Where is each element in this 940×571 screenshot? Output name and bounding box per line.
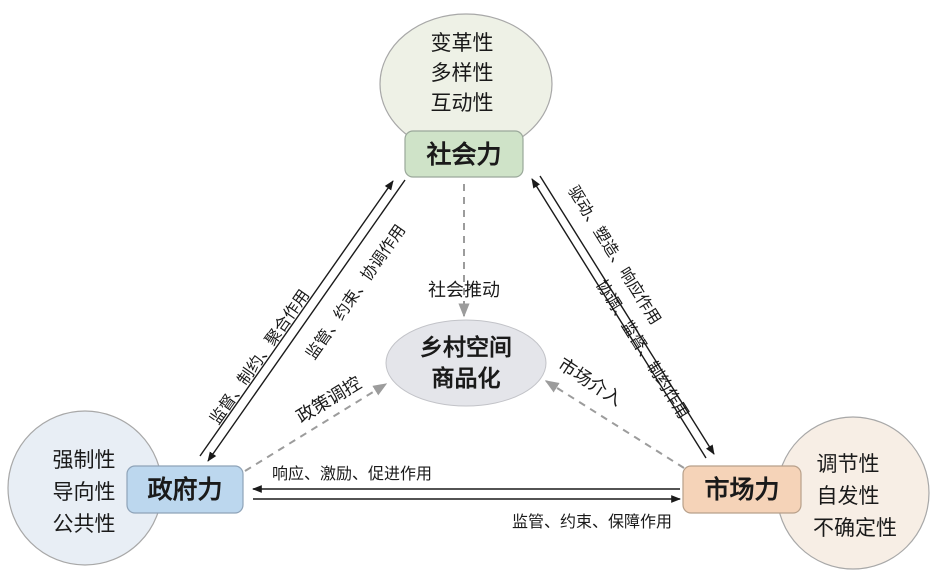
government-node: 强制性 导向性 公共性 政府力	[7, 410, 244, 566]
social-to-gov-arrow	[207, 179, 406, 462]
policy-control-arrow	[244, 383, 388, 472]
market-to-gov-label: 响应、激励、促进作用	[272, 464, 432, 483]
center-line-2: 商品化	[432, 365, 501, 392]
social-trait-2: 多样性	[431, 61, 494, 85]
market-to-social-arrow	[531, 178, 707, 459]
center-ellipse	[385, 319, 547, 407]
market-title: 市场力	[704, 475, 779, 504]
gov-to-market-label: 监管、约束、保障作用	[512, 512, 672, 531]
market-trait-2: 自发性	[817, 484, 880, 508]
social-box	[404, 130, 524, 178]
social-push-label: 社会推动	[428, 280, 500, 301]
policy-control-label: 政策调控	[293, 373, 366, 428]
social-to-market-arrow	[539, 175, 715, 455]
social-title: 社会力	[426, 140, 501, 169]
center-node: 乡村空间 商品化	[385, 319, 547, 407]
market-trait-3: 不确定性	[813, 516, 897, 540]
government-box	[126, 465, 244, 514]
market-trait-1: 调节性	[817, 452, 880, 476]
center-line-1: 乡村空间	[420, 334, 512, 361]
market-node: 调节性 自发性 不确定性 市场力	[682, 416, 930, 570]
social-trait-1: 变革性	[431, 31, 494, 55]
government-trait-2: 导向性	[53, 480, 116, 504]
government-trait-3: 公共性	[53, 512, 116, 536]
market-intervention-label: 市场介入	[554, 354, 626, 411]
social-to-gov-label: 监管、约束、协调作用	[302, 221, 409, 363]
social-node: 变革性 多样性 互动性 社会力	[379, 13, 553, 178]
market-intervention-arrow	[544, 380, 685, 469]
market-box	[682, 465, 802, 514]
government-title: 政府力	[147, 475, 222, 504]
gov-to-social-arrow	[199, 180, 394, 457]
government-trait-1: 强制性	[53, 448, 116, 472]
social-trait-3: 互动性	[431, 91, 494, 115]
